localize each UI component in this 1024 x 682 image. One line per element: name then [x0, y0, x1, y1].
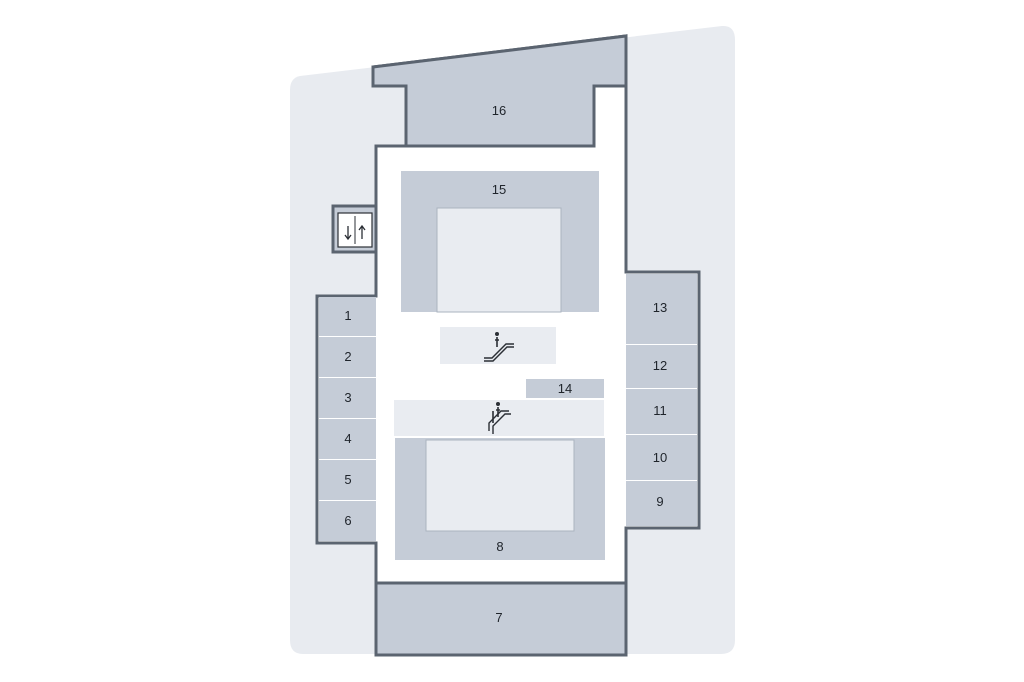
store-15-void	[436, 207, 562, 313]
store-2[interactable]	[319, 337, 376, 377]
elevator[interactable]	[331, 204, 378, 254]
store-label-14: 14	[558, 381, 572, 396]
store-16[interactable]	[371, 34, 628, 148]
store-1[interactable]	[319, 297, 376, 336]
store-label-8: 8	[496, 539, 503, 554]
store-label-5: 5	[344, 472, 351, 487]
store-13[interactable]	[626, 274, 697, 344]
store-label-11: 11	[653, 403, 667, 418]
store-label-4: 4	[344, 431, 351, 446]
store-label-2: 2	[344, 349, 351, 364]
store-10[interactable]	[626, 435, 697, 480]
store-label-3: 3	[344, 390, 351, 405]
store-label-12: 12	[653, 358, 667, 373]
escalator-area-lower	[394, 400, 604, 436]
escalator-icon	[484, 332, 514, 362]
unit-labels: 16 15 1 2 3 4 5 6 13 12 11 10 9 14 8 7	[344, 103, 667, 625]
store-label-16: 16	[492, 103, 506, 118]
store-11[interactable]	[626, 389, 697, 434]
store-7[interactable]	[374, 581, 628, 657]
store-4[interactable]	[319, 419, 376, 459]
right-store-column	[626, 274, 697, 526]
store-8-void	[425, 439, 575, 532]
store-5[interactable]	[319, 460, 376, 500]
escalator-icon	[488, 402, 511, 434]
store-9[interactable]	[626, 481, 697, 526]
store-label-10: 10	[653, 450, 667, 465]
store-6[interactable]	[319, 501, 376, 541]
store-label-1: 1	[344, 308, 351, 323]
store-12[interactable]	[626, 345, 697, 388]
store-14[interactable]	[526, 379, 604, 398]
store-label-15: 15	[492, 182, 506, 197]
left-store-column	[319, 297, 376, 541]
store-3[interactable]	[319, 378, 376, 418]
store-label-13: 13	[653, 300, 667, 315]
store-label-7: 7	[495, 610, 502, 625]
store-label-6: 6	[344, 513, 351, 528]
store-label-9: 9	[656, 494, 663, 509]
elevator-icon	[337, 212, 373, 248]
